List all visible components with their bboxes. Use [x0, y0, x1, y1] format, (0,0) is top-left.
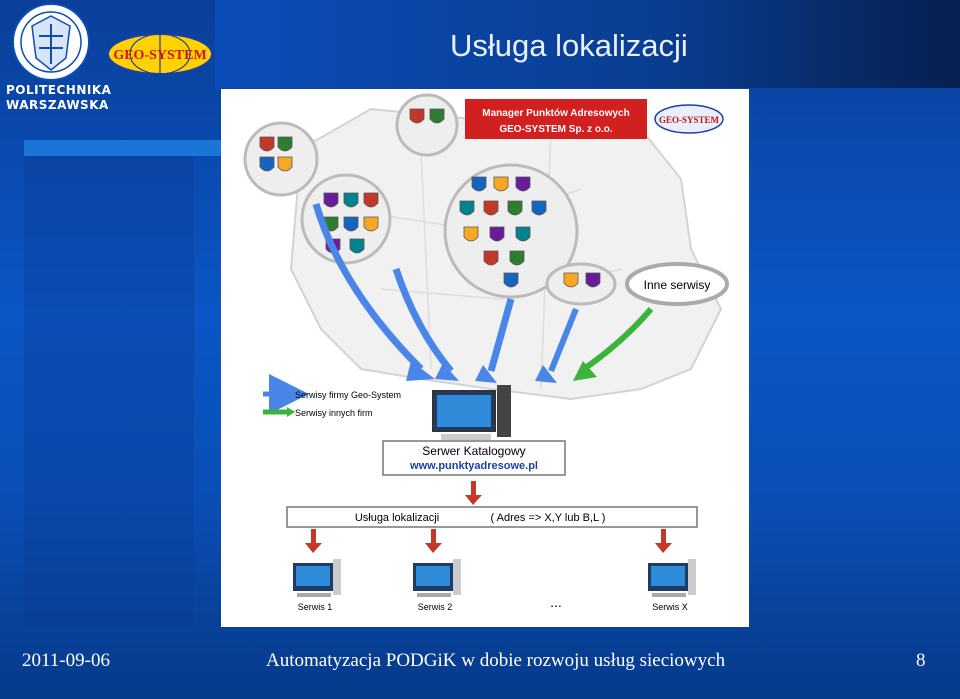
manager-line1: Manager Punktów Adresowych: [482, 108, 629, 119]
coat-of-arms-icon: [429, 108, 445, 124]
server-computer-icon: [432, 385, 511, 440]
legend-item-2: Serwisy innych firm: [295, 408, 373, 418]
service-formula: ( Adres => X,Y lub B,L ): [491, 512, 606, 524]
slide-title: Usługa lokalizacji: [450, 28, 688, 63]
footer-date: 2011-09-06: [22, 650, 110, 671]
coat-of-arms-icon: [585, 272, 601, 288]
geosystem-logo-text: GEO-SYSTEM: [113, 48, 206, 63]
coat-of-arms-icon: [363, 216, 379, 232]
top-bar: [215, 0, 960, 88]
coat-of-arms-icon: [563, 272, 579, 288]
coat-of-arms-icon: [323, 192, 339, 208]
inner-geosystem-logo: [654, 104, 724, 134]
manager-box: [465, 99, 647, 139]
red-arrows: [305, 481, 672, 553]
client-1-icon: [293, 559, 341, 597]
client-2-label: Serwis 2: [418, 602, 453, 612]
coat-of-arms-icon: [515, 226, 531, 242]
coat-of-arms-icon: [531, 200, 547, 216]
other-services-label: Inne serwisy: [644, 278, 711, 292]
coat-of-arms-icon: [277, 136, 293, 152]
arrow-green-1: [579, 307, 654, 374]
coat-of-arms-icon: [343, 216, 359, 232]
coat-of-arms-icon: [259, 136, 275, 152]
coat-of-arms-icon: [343, 192, 359, 208]
pw-emblem-icon: [12, 3, 90, 81]
inner-logo-text: GEO-SYSTEM: [659, 115, 720, 125]
arrow-blue-1: [312, 203, 424, 372]
geosystem-logo: GEO-SYSTEM: [107, 33, 213, 75]
client-x-icon: [648, 559, 696, 597]
decor-band: [24, 140, 224, 156]
client-2-icon: [413, 559, 461, 597]
server-url: www.punktyadresowe.pl: [409, 460, 538, 472]
diagram-svg: Manager Punktów Adresowych GEO-SYSTEM Sp…: [243, 93, 729, 612]
client-1-label: Serwis 1: [298, 602, 333, 612]
legend-item-1: Serwisy firmy Geo-System: [295, 390, 401, 400]
crest-group-3: [395, 93, 459, 157]
pw-name: POLITECHNIKA WARSZAWSKA: [6, 83, 111, 113]
pw-line2: WARSZAWSKA: [6, 98, 109, 112]
crests: [259, 108, 601, 288]
diagram-panel: Manager Punktów Adresowych GEO-SYSTEM Sp…: [221, 89, 749, 627]
server-box: [382, 440, 566, 476]
page-number: 8: [916, 650, 926, 671]
decor-column: [24, 156, 194, 626]
coat-of-arms-icon: [463, 226, 479, 242]
coat-of-arms-icon: [493, 176, 509, 192]
footer-title: Automatyzacja PODGiK w dobie rozwoju usł…: [266, 650, 726, 671]
arrow-blue-4: [548, 307, 579, 373]
coat-of-arms-icon: [507, 200, 523, 216]
coat-of-arms-icon: [483, 200, 499, 216]
service-label: Usługa lokalizacji: [355, 512, 439, 524]
service-bar: [286, 506, 698, 528]
arrow-blue-2: [392, 267, 454, 374]
arrow-blue-3: [487, 298, 515, 372]
ellipsis: ...: [550, 594, 562, 610]
crest-group-5: [545, 262, 617, 306]
coat-of-arms-icon: [459, 200, 475, 216]
coat-of-arms-icon: [259, 156, 275, 172]
server-title: Serwer Katalogowy: [422, 444, 525, 458]
coat-of-arms-icon: [503, 272, 519, 288]
coat-of-arms-icon: [363, 192, 379, 208]
coat-of-arms-icon: [509, 250, 525, 266]
pw-line1: POLITECHNIKA: [6, 83, 112, 97]
manager-line2: GEO-SYSTEM Sp. z o.o.: [499, 124, 613, 135]
coat-of-arms-icon: [349, 238, 365, 254]
client-x-label: Serwis X: [652, 602, 688, 612]
crest-group-4: [443, 163, 579, 299]
coat-of-arms-icon: [515, 176, 531, 192]
coat-of-arms-icon: [483, 250, 499, 266]
other-services-bubble: [625, 262, 729, 306]
coat-of-arms-icon: [277, 156, 293, 172]
coat-of-arms-icon: [409, 108, 425, 124]
coat-of-arms-icon: [471, 176, 487, 192]
coat-of-arms-icon: [489, 226, 505, 242]
